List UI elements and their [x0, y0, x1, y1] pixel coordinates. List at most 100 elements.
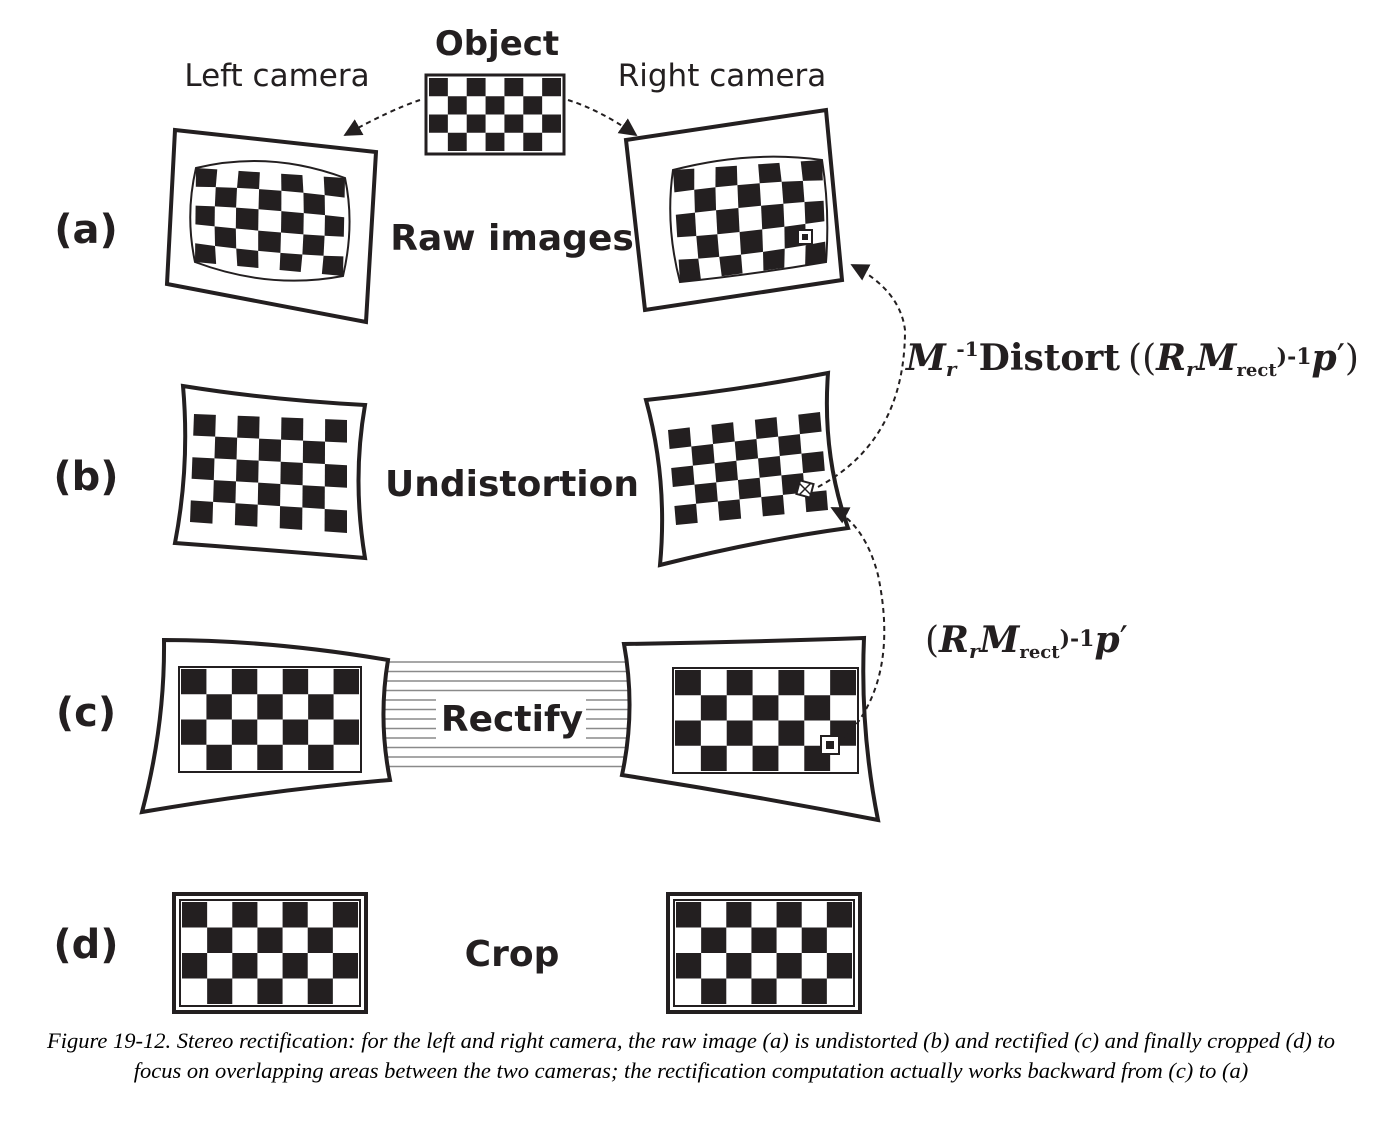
checker-square [324, 508, 347, 533]
checker-square [466, 114, 486, 133]
checker-square [754, 417, 779, 440]
inverse-formula: (RrMrect)-1p′ [925, 619, 1128, 663]
checker-square [676, 902, 702, 928]
checker-square [257, 927, 283, 953]
checker-square [282, 953, 308, 979]
checker-square [758, 456, 782, 478]
checker-square [303, 192, 325, 216]
checker-square [751, 927, 777, 953]
row-label-c: (c) [56, 690, 116, 736]
checker-square [321, 255, 344, 276]
checker-square [257, 978, 283, 1004]
undistortion-label: Undistortion [385, 464, 639, 505]
checker-square [257, 744, 283, 770]
checker-square [694, 482, 718, 504]
stereo-rectification-diagram: Object Left camera Right camera (a) (b) … [53, 24, 1359, 1014]
checker-square [752, 745, 779, 771]
raw-right-image [623, 107, 845, 313]
checker-square [542, 114, 561, 133]
row-label-a: (a) [54, 207, 118, 253]
checker-square [801, 451, 825, 474]
checker-square [258, 438, 282, 462]
checker-square [206, 744, 232, 770]
checker-square [734, 439, 759, 461]
checker-square [675, 670, 701, 696]
checker-square [778, 434, 802, 456]
checker-square [237, 415, 260, 439]
checker-square [207, 978, 233, 1004]
checker-square [281, 211, 304, 235]
checker-square [701, 927, 727, 953]
checker-square [282, 669, 309, 695]
checker-square [324, 215, 345, 237]
checker-square [182, 902, 208, 928]
checker-square [279, 252, 303, 272]
checker-square [674, 503, 698, 525]
checker-square [678, 258, 701, 282]
checker-square [258, 189, 282, 212]
undistorted-right-image [643, 370, 851, 568]
checker-square [751, 978, 777, 1004]
checker-square [801, 978, 827, 1004]
checker-square [485, 96, 505, 115]
raw-left-image [164, 127, 379, 325]
checker-square [325, 419, 347, 443]
checker-square [195, 205, 215, 227]
checker-square [207, 927, 233, 953]
raw-images-label: Raw images [390, 218, 634, 259]
checker-square [214, 226, 237, 249]
checker-square [235, 207, 259, 231]
checker-square [726, 902, 752, 928]
rectify-label: Rectify [441, 699, 583, 740]
checker-square [714, 460, 738, 483]
checker-square [801, 927, 827, 953]
checker-square [236, 459, 259, 483]
checker-square [214, 436, 238, 460]
checker-square [804, 200, 825, 224]
checker-square [182, 953, 208, 979]
checker-square [739, 229, 764, 255]
undistorted-left-image [172, 383, 368, 561]
checker-square [231, 719, 258, 745]
cropped-left-image [172, 892, 368, 1014]
object-to-left-camera-arrow [343, 99, 421, 136]
figure-caption: Figure 19-12. Stereo rectification: for … [46, 1028, 1336, 1083]
rectified-left-image [139, 637, 393, 815]
checker-square [504, 114, 524, 133]
checker-square [234, 503, 258, 527]
checker-square [181, 669, 207, 695]
checker-square [700, 695, 727, 721]
checker-square [826, 902, 852, 928]
checker-square [504, 78, 524, 97]
checker-square [726, 953, 752, 979]
cropped-right-image [666, 892, 862, 1014]
checker-square [675, 212, 697, 238]
row-label-b: (b) [53, 454, 118, 500]
checker-square [206, 694, 232, 720]
checker-square [308, 694, 334, 720]
checker-square [237, 170, 260, 190]
checker-square [826, 953, 852, 979]
checker-square [302, 485, 325, 509]
checker-square [737, 477, 762, 500]
checker-square [447, 96, 467, 115]
checker-square [737, 183, 762, 208]
checker-square [236, 248, 259, 268]
object-checkerboard [424, 73, 566, 156]
checker-square [429, 114, 448, 133]
distort-formula: Mr-1Distort((RrMrect)-1p′) [904, 337, 1359, 381]
checker-square [673, 168, 695, 193]
checker-square [232, 953, 258, 979]
checker-square [717, 499, 742, 521]
checker-square [281, 173, 304, 193]
checker-square [323, 176, 345, 198]
checker-square [214, 187, 238, 208]
checker-square [258, 230, 282, 253]
checker-square [523, 96, 543, 115]
right-camera-label: Right camera [618, 58, 827, 94]
checker-square [726, 670, 753, 696]
checker-square [694, 187, 717, 213]
checker-square [671, 465, 695, 487]
checker-square [726, 720, 753, 746]
checker-square [830, 670, 856, 696]
